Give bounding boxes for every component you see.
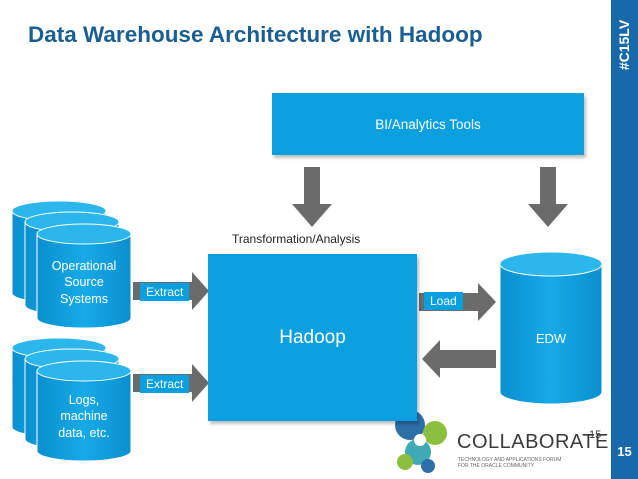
operational-source-cylinders <box>11 200 132 329</box>
edw-label: EDW <box>535 331 567 346</box>
down-arrow-to-edw-icon <box>528 167 568 227</box>
down-arrow-to-hadoop-icon <box>292 167 332 227</box>
collaborate-logo-subtitle: TECHNOLOGY AND APPLICATIONS FORUM FOR TH… <box>458 457 561 469</box>
return-arrow-icon <box>422 340 496 378</box>
bi-analytics-tools-box: BI/Analytics Tools <box>272 93 584 155</box>
operational-cylinder-front <box>36 223 132 329</box>
collaborate-logo-name: COLLABORATE <box>457 431 609 453</box>
logs-cylinder-front <box>36 360 132 462</box>
logo-subtitle-line-2: FOR THE ORACLE COMMUNITY <box>458 463 535 469</box>
logs-label-line-2: machine <box>60 409 108 424</box>
collaborate-logo-icon <box>395 410 447 473</box>
logs-label-line-1: Logs, <box>68 393 100 407</box>
hadoop-box: Hadoop <box>208 254 417 421</box>
slide-number: 15 <box>617 444 632 459</box>
operational-source-label: Operational Source Systems <box>37 258 131 307</box>
extract-top-label: Extract <box>140 283 190 301</box>
transformation-analysis-label: Transformation/Analysis <box>232 232 361 246</box>
collaborate-logo-year: 15 <box>589 429 602 441</box>
slide-title: Data Warehouse Architecture with Hadoop <box>28 22 483 47</box>
operational-label-line-2: Source <box>64 275 104 290</box>
logs-label-line-3: data, etc. <box>58 425 110 440</box>
operational-label-line-3: Systems <box>60 291 108 306</box>
extract-bottom-label: Extract <box>140 375 190 393</box>
logo-subtitle-line-1: TECHNOLOGY AND APPLICATIONS FORUM <box>458 457 562 463</box>
logs-label: Logs, machine data, etc. <box>37 392 131 441</box>
operational-label-line-1: Operational <box>51 259 117 273</box>
load-label: Load <box>424 292 463 310</box>
side-bar <box>611 0 638 479</box>
logs-cylinders <box>11 337 132 462</box>
edw-cylinder <box>499 251 603 405</box>
